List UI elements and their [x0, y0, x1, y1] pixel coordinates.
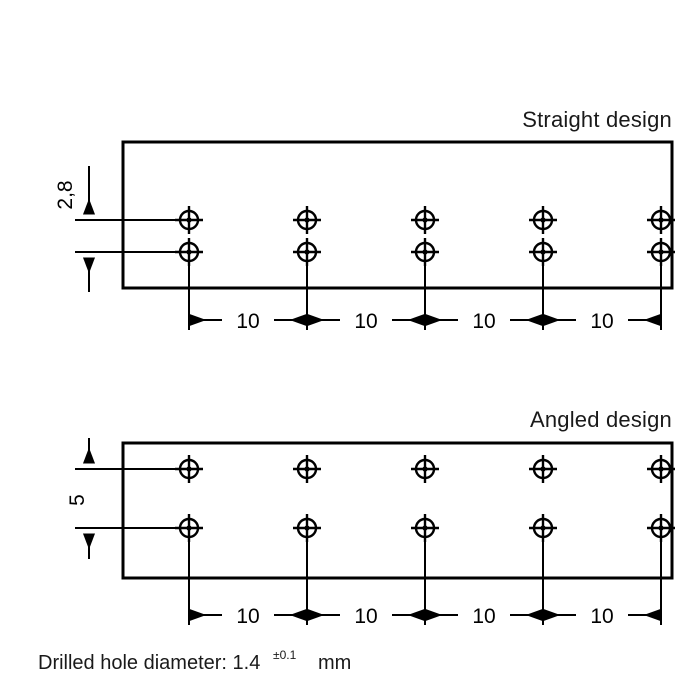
- hole-symbol: [529, 206, 557, 234]
- straight-dim-value-1: 10: [236, 310, 259, 333]
- straight-hole-row-lower: [175, 238, 675, 266]
- caption-unit: mm: [318, 652, 351, 674]
- straight-dim-value-4: 10: [590, 310, 613, 333]
- hole-symbol: [411, 206, 439, 234]
- straight-dim-value-2: 10: [354, 310, 377, 333]
- angled-hole-row-upper: [175, 455, 675, 483]
- angled-dim-value-1: 10: [236, 605, 259, 628]
- hole-symbol: [175, 206, 203, 234]
- caption-tolerance: ±0.1: [273, 648, 297, 662]
- angled-dim-value-3: 10: [472, 605, 495, 628]
- panel-straight-body-outline: [121, 140, 674, 290]
- hole-symbol: [175, 238, 203, 266]
- hole-symbol: [411, 455, 439, 483]
- hole-symbol: [411, 238, 439, 266]
- hole-symbol: [529, 514, 557, 542]
- hole-symbol: [175, 455, 203, 483]
- hole-symbol: [293, 455, 321, 483]
- hole-symbol: [411, 514, 439, 542]
- hole-symbol: [293, 206, 321, 234]
- hole-symbol: [647, 206, 675, 234]
- hole-symbol: [647, 455, 675, 483]
- figure-caption: Drilled hole diameter: 1.4 ±0.1 mm: [38, 648, 351, 674]
- panel-angled-body-outline: [121, 441, 674, 580]
- panel-angled-label: Angled design: [530, 407, 672, 432]
- straight-dim-value-3: 10: [472, 310, 495, 333]
- straight-vertical-dimension-value: 2,8: [54, 180, 77, 209]
- caption-main-text: Drilled hole diameter: 1.4: [38, 652, 260, 674]
- hole-symbol: [293, 238, 321, 266]
- hole-symbol: [529, 238, 557, 266]
- hole-symbol: [529, 455, 557, 483]
- straight-dimension-chain: 10 10 10 10: [188, 310, 662, 333]
- panel-angled: Angled design 5 10 10: [66, 407, 675, 628]
- straight-hole-row-upper: [175, 206, 675, 234]
- panel-straight-label: Straight design: [522, 107, 672, 132]
- angled-dimension-chain: 10 10 10 10: [188, 605, 662, 628]
- hole-symbol: [647, 238, 675, 266]
- hole-symbol: [647, 514, 675, 542]
- hole-symbol: [293, 514, 321, 542]
- angled-vertical-dimension-value: 5: [66, 494, 89, 506]
- angled-hole-row-lower: [175, 514, 675, 542]
- angled-dim-value-2: 10: [354, 605, 377, 628]
- hole-symbol: [175, 514, 203, 542]
- angled-dim-value-4: 10: [590, 605, 613, 628]
- panel-straight: Straight design 2,8 10 10: [54, 107, 675, 333]
